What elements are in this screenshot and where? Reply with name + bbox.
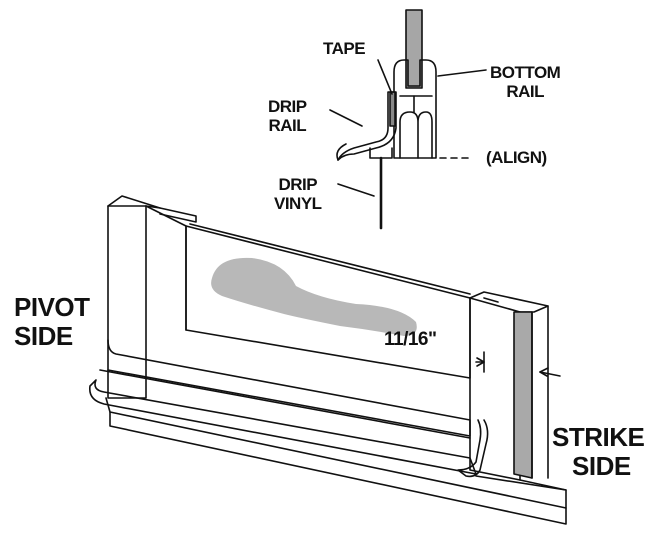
drip-hook-detail xyxy=(457,419,489,478)
rail-inner-channel xyxy=(399,111,433,159)
drip-rail-label: DRIP RAIL xyxy=(268,97,307,135)
pivot-side-label: PIVOT SIDE xyxy=(14,292,90,351)
drip-vinyl-leader xyxy=(337,183,375,197)
strike-edge-strip xyxy=(513,311,533,479)
bottom-rail-label: BOTTOM RAIL xyxy=(490,63,561,101)
drip-rail-leader xyxy=(329,109,363,127)
bottom-rail-body xyxy=(107,339,471,437)
bottom-rail-profile xyxy=(393,59,437,159)
bottom-rail-leader xyxy=(437,69,487,77)
align-label: (ALIGN) xyxy=(486,148,547,167)
drip-rail-profile xyxy=(337,91,397,161)
glass-pane-section xyxy=(405,9,423,89)
tape-label: TAPE xyxy=(323,39,366,58)
tape-strip xyxy=(389,91,396,127)
tape-leader xyxy=(377,59,393,95)
drip-vinyl-label: DRIP VINYL xyxy=(274,175,322,213)
dimension-label: 11/16" xyxy=(384,329,437,350)
glass-shadow xyxy=(211,257,417,336)
door-perspective xyxy=(88,195,567,525)
strike-side-label: STRIKE SIDE xyxy=(552,422,645,481)
cross-section-detail xyxy=(329,9,487,230)
dimension-line-right xyxy=(539,371,561,377)
pivot-stile xyxy=(107,205,147,399)
